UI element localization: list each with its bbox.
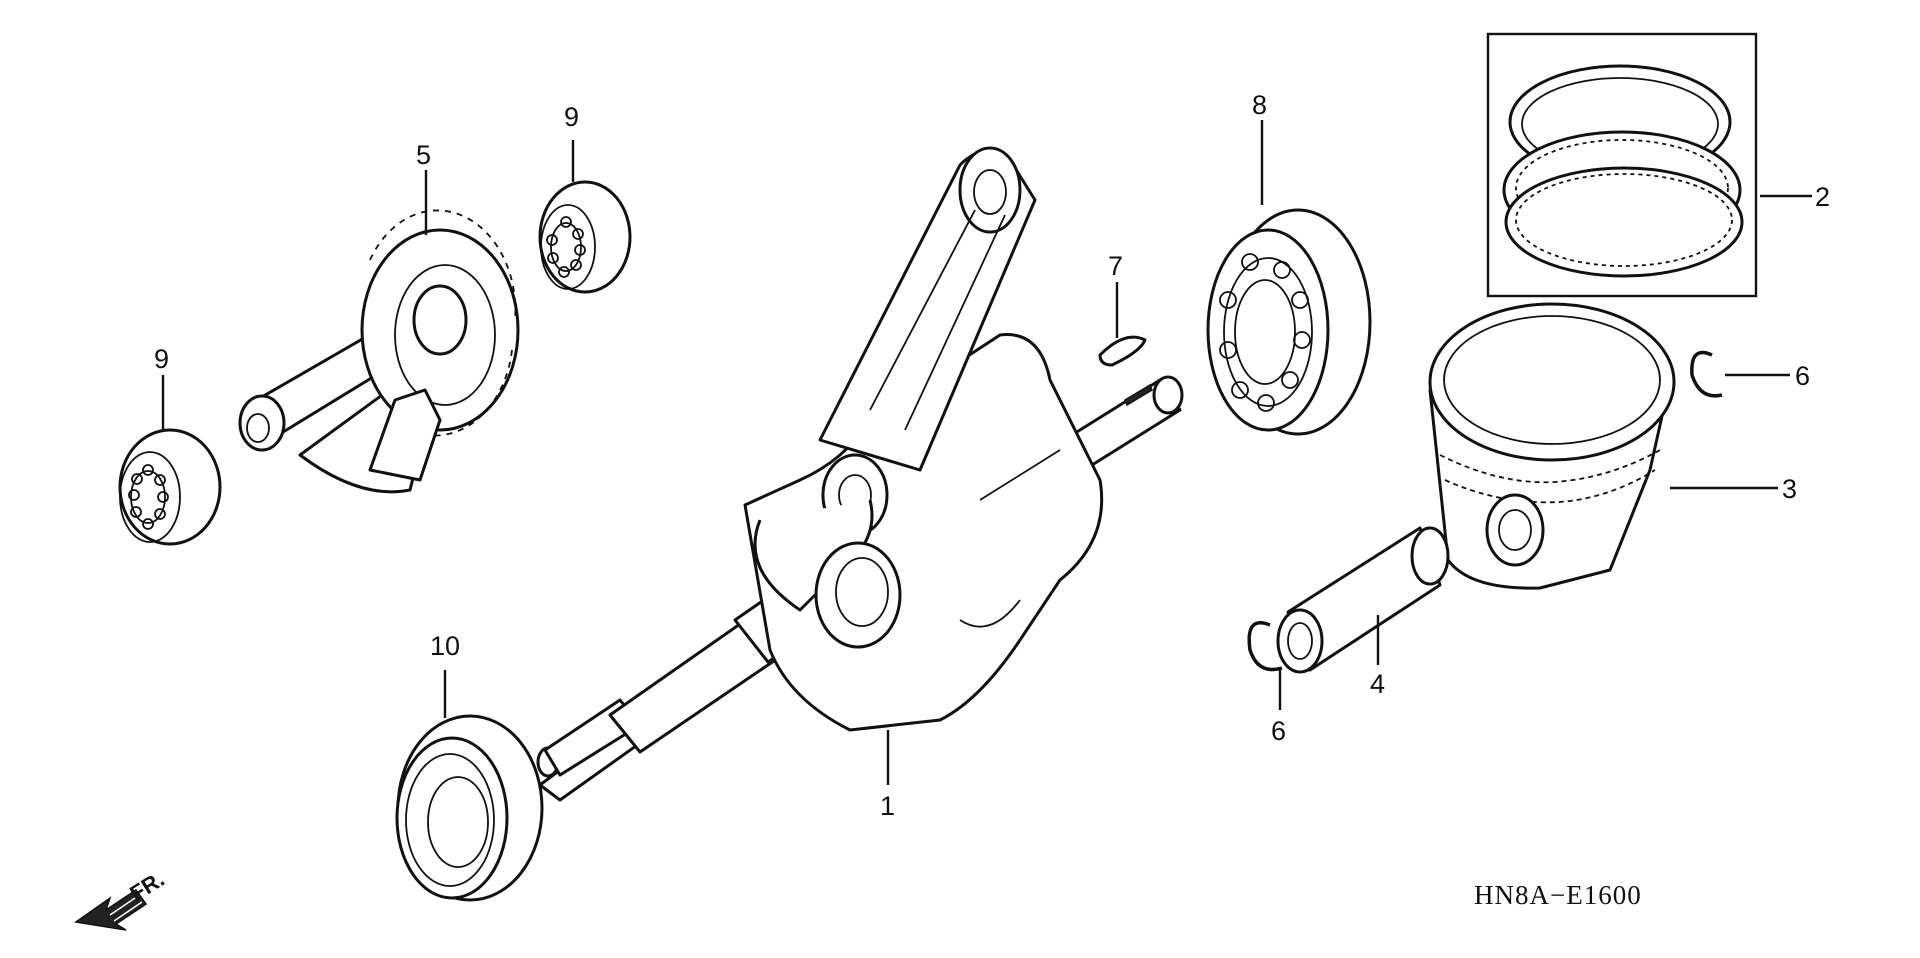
part-9-bearing-upper[interactable] bbox=[538, 180, 632, 294]
callout-10[interactable]: 10 bbox=[430, 631, 460, 661]
part-2-piston-ring-set[interactable] bbox=[1486, 32, 1758, 298]
callout-9-upper[interactable]: 9 bbox=[564, 102, 579, 132]
part-1-crankshaft[interactable] bbox=[536, 146, 1184, 802]
callout-7[interactable]: 7 bbox=[1108, 251, 1123, 281]
part-7-woodruff-key[interactable] bbox=[1098, 335, 1147, 367]
callout-3[interactable]: 3 bbox=[1782, 474, 1797, 504]
part-8-crank-bearing[interactable] bbox=[1206, 208, 1372, 436]
callout-2[interactable]: 2 bbox=[1815, 182, 1830, 212]
diagram-code: HN8A−E1600 bbox=[1474, 880, 1642, 910]
leader-lines bbox=[161, 120, 1812, 785]
part-10-oil-seal[interactable] bbox=[395, 714, 544, 902]
front-direction-arrow-icon bbox=[74, 888, 148, 931]
part-9-bearing-left[interactable] bbox=[118, 428, 222, 546]
callout-5[interactable]: 5 bbox=[416, 140, 431, 170]
front-direction-indicator: FR. bbox=[74, 866, 169, 931]
part-3-piston[interactable] bbox=[1428, 302, 1676, 590]
callout-labels: 5 9 9 10 1 7 8 2 6 3 4 6 bbox=[154, 90, 1830, 821]
part-5-balancer-gear[interactable] bbox=[238, 209, 520, 494]
callout-1[interactable]: 1 bbox=[880, 791, 895, 821]
part-6-circlip-lower[interactable] bbox=[1247, 621, 1283, 672]
callout-4[interactable]: 4 bbox=[1370, 669, 1385, 699]
part-4-piston-pin[interactable] bbox=[1276, 526, 1450, 674]
callout-6-lower[interactable]: 6 bbox=[1271, 716, 1286, 746]
callout-6-upper[interactable]: 6 bbox=[1795, 361, 1810, 391]
callout-9-left[interactable]: 9 bbox=[154, 344, 169, 374]
part-6-circlip-upper[interactable] bbox=[1690, 350, 1723, 398]
callout-8[interactable]: 8 bbox=[1252, 90, 1267, 120]
